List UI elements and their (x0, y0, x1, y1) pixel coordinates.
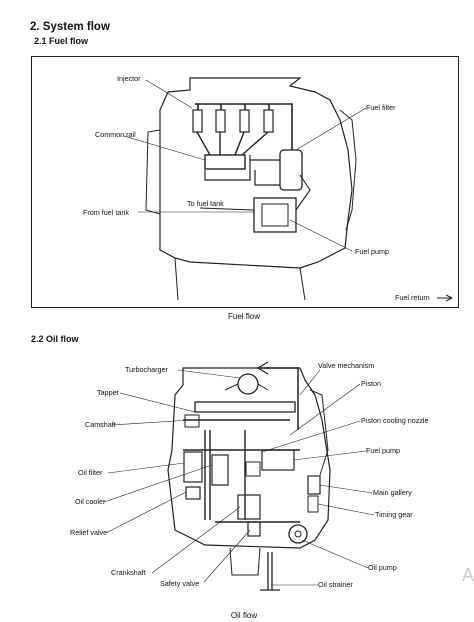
label-fuel-pump: Fuel pump (355, 248, 389, 255)
label-safety-valve: Safety valve (160, 580, 199, 587)
label-camshaft: Camshaft (85, 421, 116, 428)
label-piston: Piston (361, 380, 381, 387)
label-fuel-filter: Fuel filter (366, 104, 396, 111)
label-timing-gear: Timing gear (375, 511, 413, 518)
oil-flow-caption: Oil flow (184, 611, 304, 620)
label-relief-valve: Relief valve (70, 529, 107, 536)
label-crankshaft: Crankshaft (111, 569, 146, 576)
label-oil-strainer: Oil strainer (318, 581, 353, 588)
label-fuel-pump-oil: Fuel pump (366, 447, 400, 454)
label-piston-cooling-nozzle: Piston cooling nozzle (361, 417, 429, 424)
label-oil-pump: Oil pump (368, 564, 397, 571)
fuel-flow-caption: Fuel flow (184, 312, 304, 321)
oil-flow-heading: 2.2 Oil flow (31, 334, 79, 344)
label-from-fuel-tank: From fuel tank (83, 209, 129, 216)
label-common-rail: Common rail (95, 131, 136, 138)
label-injector: Injector (117, 75, 141, 82)
legend-fuel-return: Fuel return (395, 294, 430, 301)
label-oil-cooler: Oil cooler (75, 498, 105, 505)
label-main-gallery: Main gallery (373, 489, 412, 496)
watermark: A (462, 565, 474, 586)
label-oil-filter: Oil filter (78, 469, 102, 476)
label-tappet: Tappet (97, 389, 119, 396)
label-turbocharger: Turbocharger (125, 366, 168, 373)
label-valve-mechanism: Valve mechanism (318, 362, 374, 369)
label-to-fuel-tank: To fuel tank (187, 200, 224, 207)
